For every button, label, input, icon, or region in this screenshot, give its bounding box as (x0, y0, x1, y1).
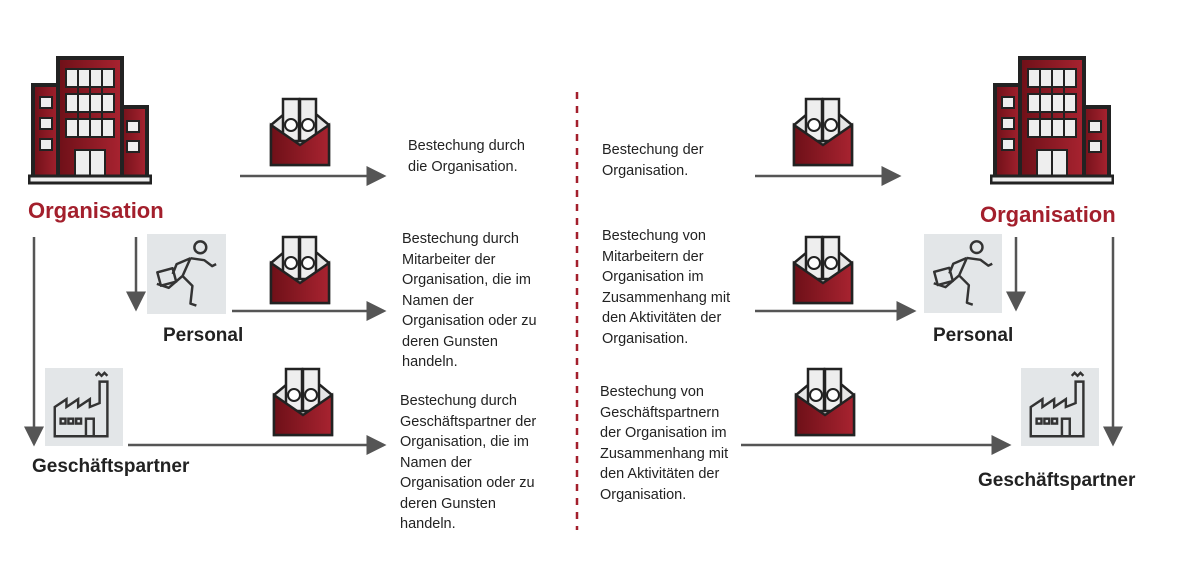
right-partner-label: Geschäftspartner (978, 470, 1136, 491)
right-text-organisation: Bestechung der Organisation. (602, 142, 704, 179)
left-organisation-label: Organisation (28, 198, 164, 223)
building-icon (990, 55, 1114, 185)
building-icon (28, 55, 152, 185)
running-person-icon (147, 234, 226, 314)
factory-icon (1021, 368, 1099, 446)
left-text-partner: Bestechung durch Geschäftspartner der Or… (400, 393, 537, 532)
money-envelope-icon (269, 235, 331, 305)
left-text-personal: Bestechung durch Mitarbeiter der Organis… (402, 231, 537, 370)
right-personal-label: Personal (933, 325, 1014, 346)
right-organisation-label: Organisation (980, 202, 1116, 227)
running-person-icon (924, 234, 1002, 313)
left-partner-label: Geschäftspartner (32, 456, 190, 477)
money-envelope-icon (794, 367, 856, 437)
right-text-partner: Bestechung von Geschäftspartnern der Org… (600, 384, 729, 503)
left-text-organisation: Bestechung durch die Organisation. (408, 138, 525, 175)
factory-icon (45, 368, 123, 446)
money-envelope-icon (269, 97, 331, 167)
money-envelope-icon (792, 97, 854, 167)
money-envelope-icon (792, 235, 854, 305)
left-personal-label: Personal (163, 325, 244, 346)
money-envelope-icon (272, 367, 334, 437)
right-text-personal: Bestechung von Mitarbeitern der Organisa… (602, 228, 731, 347)
